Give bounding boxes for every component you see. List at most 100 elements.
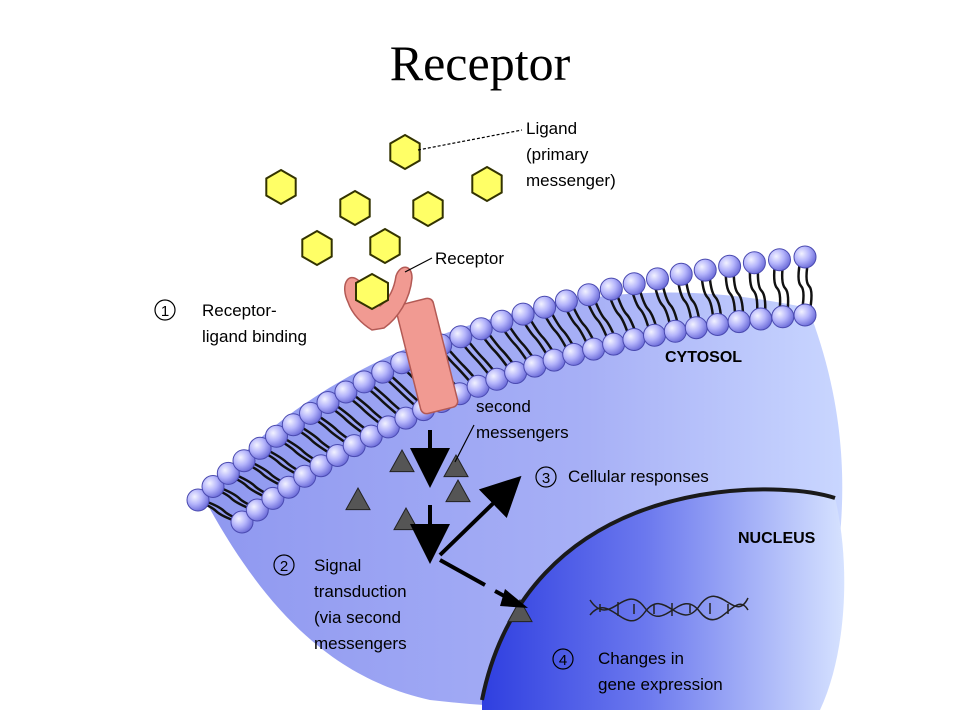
inner-leaflet-head bbox=[504, 361, 528, 384]
lipid-tail bbox=[772, 259, 782, 318]
inner-leaflet-head bbox=[749, 307, 773, 331]
outer-leaflet-head bbox=[299, 401, 322, 425]
outer-leaflet-head bbox=[554, 289, 578, 313]
svg-text:2: 2 bbox=[280, 558, 288, 575]
lipid-tail bbox=[707, 270, 723, 325]
second-messengers-label: second messengers bbox=[476, 397, 569, 442]
inner-leaflet-head bbox=[245, 498, 269, 522]
outer-leaflet-head bbox=[599, 277, 623, 301]
inner-leaflet-head bbox=[663, 319, 687, 343]
outer-leaflet-head bbox=[793, 245, 817, 269]
svg-text:1: 1 bbox=[161, 303, 169, 320]
outer-leaflet-head bbox=[371, 360, 395, 384]
outer-leaflet-head bbox=[334, 380, 358, 404]
receptor-leader bbox=[404, 257, 433, 273]
lipid-tail bbox=[732, 266, 745, 322]
inner-leaflet-head bbox=[293, 464, 317, 488]
nucleus-label: NUCLEUS bbox=[738, 530, 816, 547]
lipid-tail bbox=[797, 256, 805, 316]
inner-leaflet-head bbox=[309, 454, 333, 478]
receptor-protein bbox=[344, 266, 459, 415]
outer-leaflet-head bbox=[533, 295, 557, 319]
bound-ligand-icon bbox=[355, 272, 389, 311]
ligand-icon bbox=[265, 168, 297, 206]
outer-leaflet-head bbox=[693, 258, 717, 282]
outer-leaflet-head bbox=[718, 254, 742, 278]
inner-leaflet-head bbox=[230, 510, 254, 534]
outer-leaflet-head bbox=[669, 262, 693, 286]
inner-leaflet-head bbox=[643, 323, 666, 347]
outer-leaflet-head bbox=[248, 436, 272, 460]
outer-leaflet-head bbox=[216, 461, 240, 485]
second-messenger-icon bbox=[445, 478, 471, 503]
svg-text:Changes in: Changes in bbox=[598, 649, 684, 668]
outer-leaflet-head bbox=[469, 317, 493, 341]
svg-text:Cellular responses: Cellular responses bbox=[568, 467, 709, 486]
outer-leaflet-head bbox=[768, 248, 791, 272]
inner-leaflet-head bbox=[542, 348, 566, 372]
inner-leaflet-head bbox=[622, 328, 646, 351]
outer-leaflet-head bbox=[449, 325, 473, 349]
inner-leaflet-head bbox=[706, 313, 730, 336]
slide-title: Receptor bbox=[389, 35, 571, 91]
ligand-icon bbox=[369, 227, 401, 265]
lipid-tail bbox=[699, 270, 715, 325]
outer-leaflet-head bbox=[622, 272, 646, 296]
inner-leaflet-head bbox=[771, 305, 795, 329]
svg-text:gene expression: gene expression bbox=[598, 675, 723, 694]
outer-leaflet-head bbox=[742, 251, 766, 275]
lipid-bilayer-heads bbox=[186, 245, 817, 534]
inner-leaflet-head bbox=[277, 475, 301, 499]
inner-leaflet-head bbox=[261, 486, 285, 510]
svg-text:Receptor-: Receptor- bbox=[202, 301, 277, 320]
svg-text:3: 3 bbox=[542, 470, 550, 487]
step-3-label: 3 Cellular responses bbox=[535, 466, 709, 488]
lipid-tail bbox=[780, 259, 790, 318]
messenger-leader bbox=[454, 424, 475, 463]
inner-leaflet-head bbox=[562, 342, 586, 366]
second-messenger-icon bbox=[389, 448, 415, 473]
outer-leaflet-head bbox=[232, 449, 256, 473]
ligand-label: Ligand (primary messenger) bbox=[526, 119, 616, 190]
svg-text:ligand binding: ligand binding bbox=[202, 327, 307, 346]
outer-leaflet-head bbox=[490, 309, 514, 333]
second-messenger-icon bbox=[443, 453, 469, 478]
arrow-cellular-response bbox=[438, 475, 522, 557]
ligand-icon bbox=[389, 133, 421, 171]
dna-icon bbox=[589, 595, 749, 622]
outer-leaflet-head bbox=[577, 283, 601, 307]
cytosol-label: CYTOSOL bbox=[665, 349, 742, 366]
svg-text:4: 4 bbox=[559, 652, 567, 669]
receptor-label: Receptor bbox=[435, 249, 504, 268]
arrow-gene-expression bbox=[439, 558, 486, 587]
outer-leaflet-head bbox=[646, 267, 669, 291]
inner-leaflet-head bbox=[523, 354, 547, 378]
outer-leaflet-head bbox=[265, 424, 288, 448]
svg-text:(via second: (via second bbox=[314, 608, 401, 627]
ligand-icon bbox=[339, 189, 371, 227]
svg-text:Signal: Signal bbox=[314, 556, 361, 575]
outer-leaflet-head bbox=[201, 475, 225, 498]
ligand-icon bbox=[412, 190, 444, 228]
free-ligands bbox=[265, 133, 503, 267]
lipid-tail bbox=[805, 256, 813, 316]
outer-leaflet-head bbox=[186, 488, 210, 512]
step-2-label: 2 Signal transduction (via second messen… bbox=[273, 554, 407, 653]
svg-text:messengers: messengers bbox=[314, 634, 407, 653]
lipid-tail bbox=[748, 262, 759, 320]
outer-leaflet-head bbox=[281, 413, 305, 437]
signal-arrows bbox=[410, 430, 528, 608]
step-4-label: 4 Changes in gene expression bbox=[552, 648, 723, 694]
lipid-tail bbox=[756, 262, 767, 320]
inner-leaflet-head bbox=[602, 332, 626, 356]
second-messenger-icon bbox=[507, 598, 533, 623]
inner-leaflet-head bbox=[793, 303, 817, 327]
ligand-leader bbox=[417, 129, 523, 151]
inner-leaflet-head bbox=[727, 310, 751, 334]
inner-leaflet-head bbox=[684, 316, 708, 340]
lipid-tail bbox=[724, 266, 737, 322]
nuclear-envelope bbox=[480, 487, 836, 701]
second-messenger-icon bbox=[345, 486, 371, 511]
